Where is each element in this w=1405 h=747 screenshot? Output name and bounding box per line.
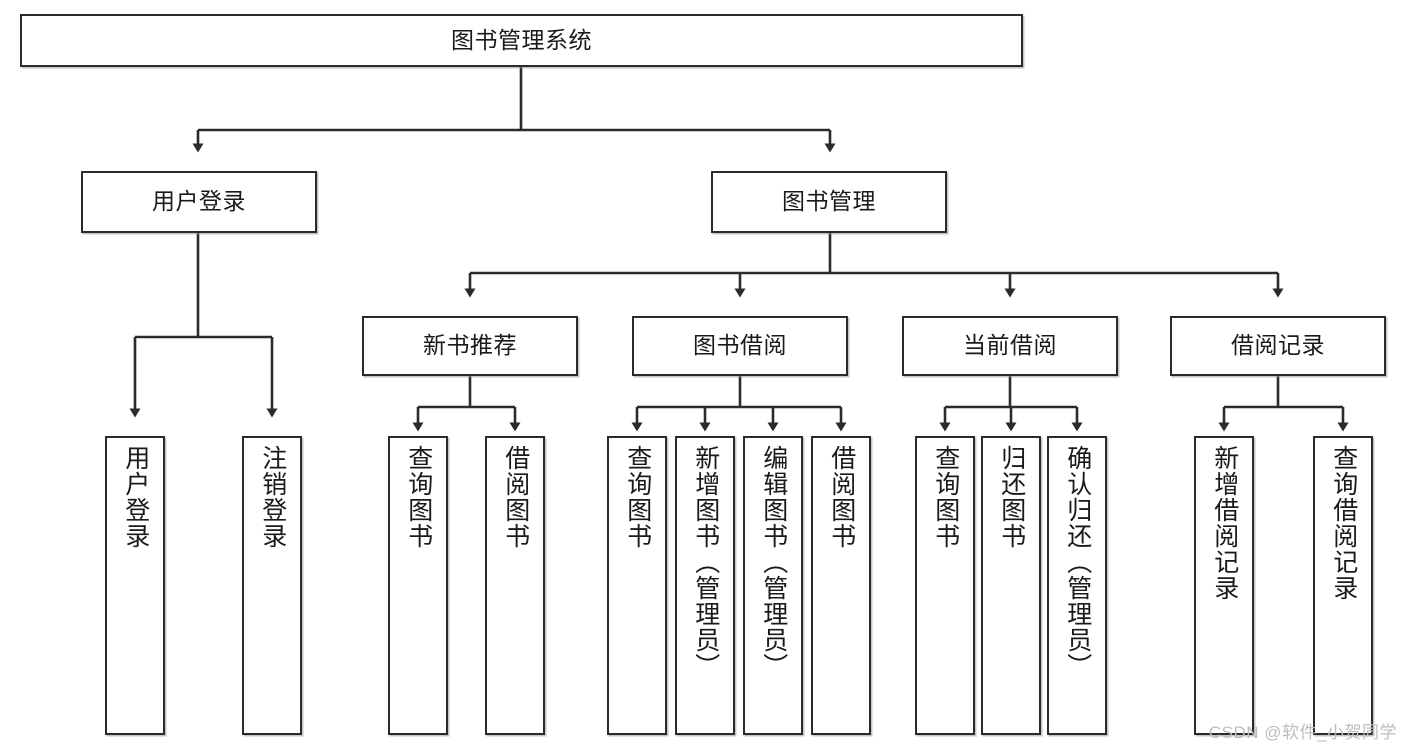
node-user-login-label: 用户登录: [152, 188, 246, 215]
csdn-watermark: CSDN @软件_小贺同学: [1208, 723, 1397, 742]
node-leaf-query-record[interactable]: 查询借阅记录: [1313, 436, 1373, 735]
node-leaf-add-record[interactable]: 新增借阅记录: [1194, 436, 1254, 735]
node-book-borrow[interactable]: 图书借阅: [632, 316, 848, 376]
node-leaf-borrow-book-2-label: 借阅图书: [827, 445, 856, 549]
node-root-label: 图书管理系统: [451, 26, 592, 53]
node-book-manage[interactable]: 图书管理: [711, 171, 947, 233]
node-leaf-add-record-label: 新增借阅记录: [1210, 445, 1239, 601]
node-leaf-logout-login[interactable]: 注销登录: [242, 436, 302, 735]
node-leaf-query-book-3-label: 查询图书: [931, 445, 960, 549]
node-new-book-recommend-label: 新书推荐: [423, 332, 517, 359]
node-user-login[interactable]: 用户登录: [81, 171, 317, 233]
node-current-borrow-label: 当前借阅: [963, 332, 1057, 359]
node-leaf-user-login-label: 用户登录: [121, 445, 150, 549]
node-leaf-borrow-book-1-label: 借阅图书: [501, 445, 530, 549]
node-leaf-return-book[interactable]: 归还图书: [981, 436, 1041, 735]
node-root[interactable]: 图书管理系统: [20, 14, 1023, 67]
node-book-borrow-label: 图书借阅: [693, 332, 787, 359]
node-leaf-logout-login-label: 注销登录: [258, 445, 287, 549]
node-new-book-recommend[interactable]: 新书推荐: [362, 316, 578, 376]
node-leaf-edit-book[interactable]: 编辑图书（管理员）: [743, 436, 803, 735]
node-leaf-query-record-label: 查询借阅记录: [1329, 445, 1358, 601]
node-leaf-borrow-book-1[interactable]: 借阅图书: [485, 436, 545, 735]
node-leaf-query-book-3[interactable]: 查询图书: [915, 436, 975, 735]
node-borrow-record[interactable]: 借阅记录: [1170, 316, 1386, 376]
node-leaf-query-book-2-label: 查询图书: [623, 445, 652, 549]
node-borrow-record-label: 借阅记录: [1231, 332, 1325, 359]
node-leaf-user-login[interactable]: 用户登录: [105, 436, 165, 735]
node-leaf-confirm-return-label: 确认归还（管理员）: [1063, 445, 1092, 679]
node-leaf-return-book-label: 归还图书: [997, 445, 1026, 549]
node-book-manage-label: 图书管理: [782, 188, 876, 215]
node-leaf-borrow-book-2[interactable]: 借阅图书: [811, 436, 871, 735]
node-current-borrow[interactable]: 当前借阅: [902, 316, 1118, 376]
node-leaf-edit-book-label: 编辑图书（管理员）: [759, 445, 788, 679]
node-leaf-confirm-return[interactable]: 确认归还（管理员）: [1047, 436, 1107, 735]
node-leaf-add-book[interactable]: 新增图书（管理员）: [675, 436, 735, 735]
node-leaf-query-book-1-label: 查询图书: [404, 445, 433, 549]
node-leaf-add-book-label: 新增图书（管理员）: [691, 445, 720, 679]
node-leaf-query-book-2[interactable]: 查询图书: [607, 436, 667, 735]
node-leaf-query-book-1[interactable]: 查询图书: [388, 436, 448, 735]
